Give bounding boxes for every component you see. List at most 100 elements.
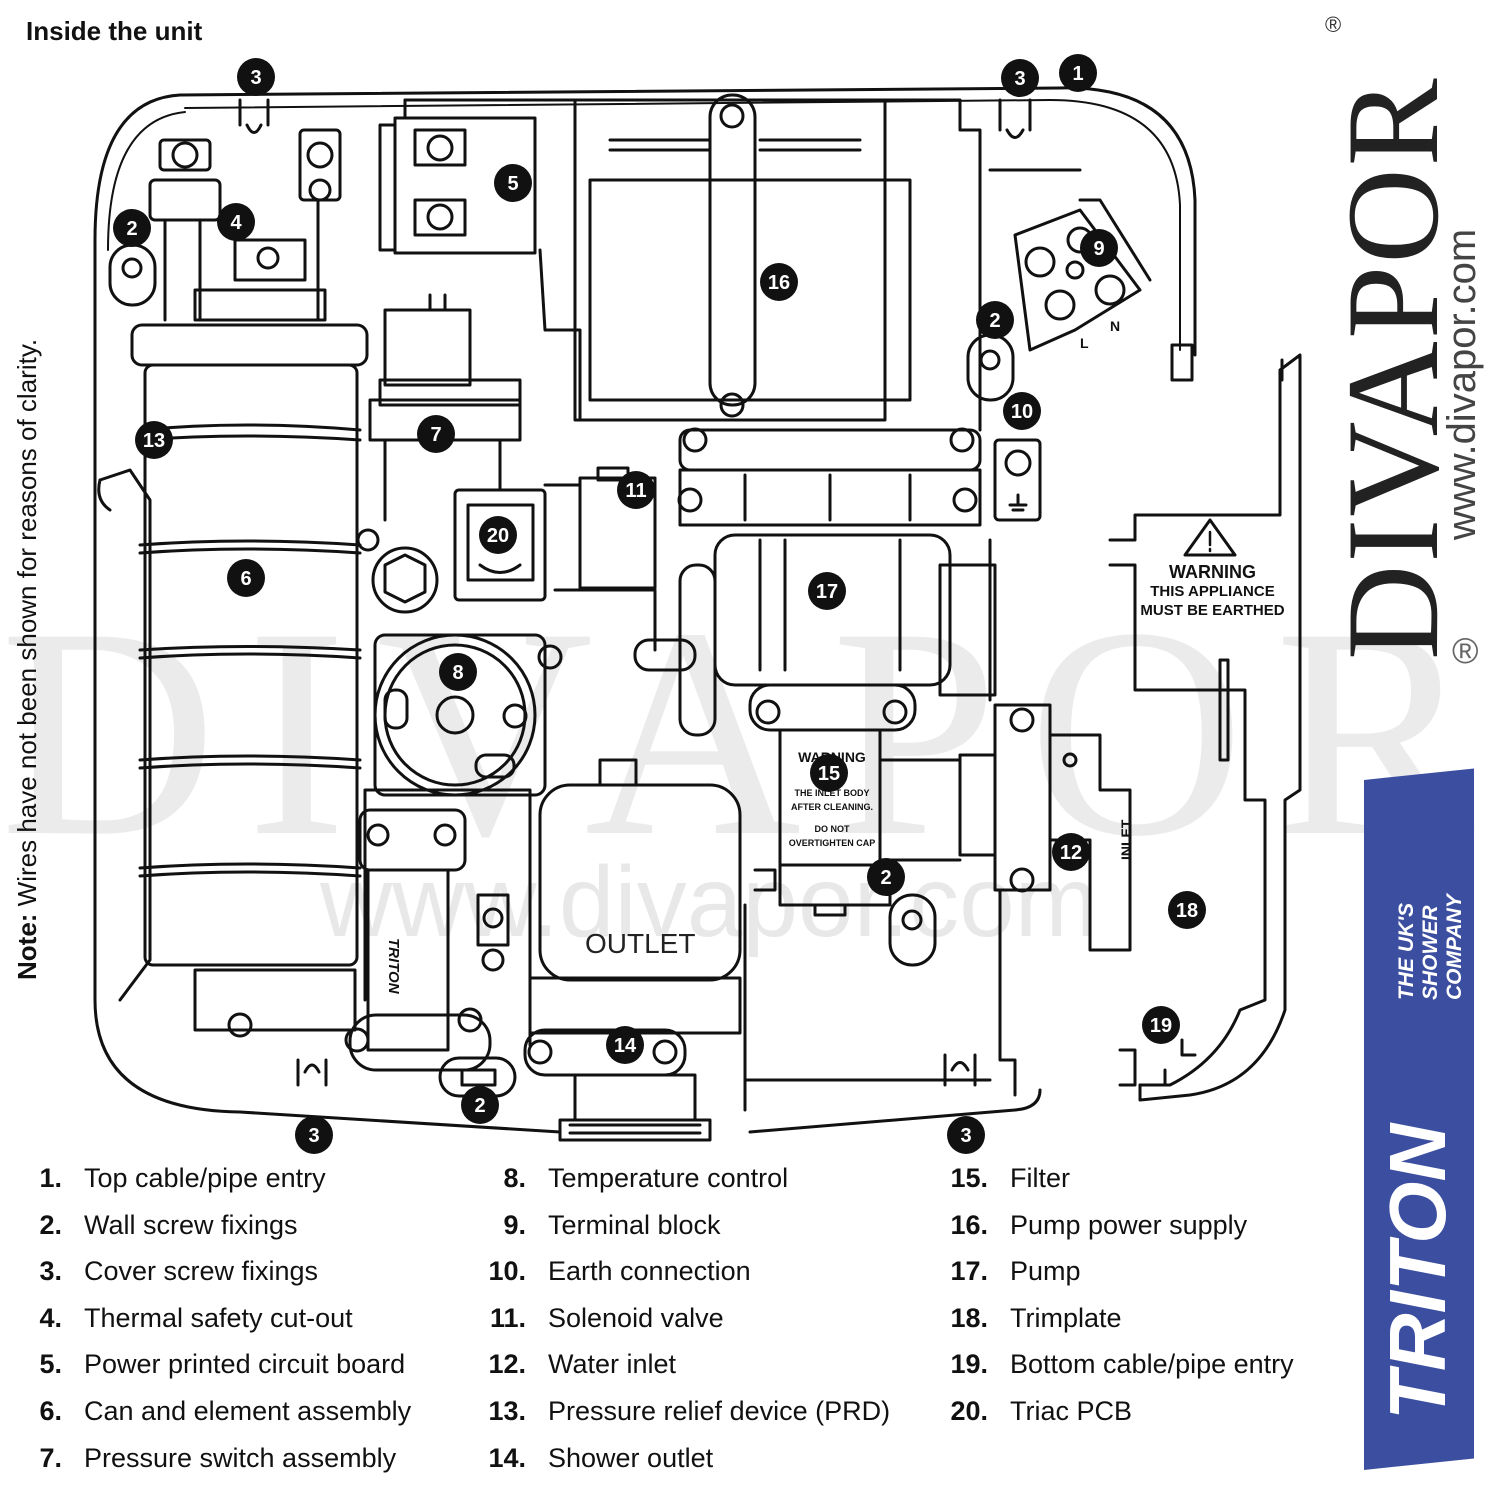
legend-number: 1.	[39, 1163, 62, 1193]
legend-item: 3. Cover screw fixings	[26, 1256, 411, 1303]
legend-text: Cover screw fixings	[84, 1256, 319, 1287]
legend-text: Earth connection	[548, 1256, 751, 1287]
legend-item: 19.Bottom cable/pipe entry	[944, 1349, 1294, 1396]
filter-warning-title: WARNING	[798, 749, 866, 765]
legend-item: 2.Wall screw fixings	[26, 1210, 411, 1257]
callout-number: 12	[1060, 842, 1082, 864]
legend-number: 11.	[489, 1302, 526, 1333]
filter-warning-line2: AFTER CLEANING.	[791, 802, 873, 812]
callout-marker: 4	[217, 203, 255, 241]
callout-marker: 14	[606, 1026, 644, 1064]
legend-number: 3.	[39, 1256, 62, 1287]
cover-screw-lug	[998, 98, 1032, 139]
callout-marker: 15	[810, 754, 848, 792]
filter-warning-line1: THE INLET BODY	[794, 788, 870, 798]
legend-number: 17.	[950, 1256, 988, 1287]
legend-number: 10.	[488, 1256, 526, 1287]
callout-marker: 2	[113, 209, 151, 247]
callout-marker: 7	[417, 415, 455, 453]
legend-text: Pressure switch assembly	[84, 1442, 397, 1473]
callout-number: 3	[960, 1125, 971, 1147]
terminal-block	[1013, 208, 1142, 352]
callout-number: 1	[1072, 63, 1083, 85]
triton-tagline-3: COMPANY	[1443, 894, 1466, 1000]
triton-tagline-2: SHOWER	[1419, 905, 1442, 1001]
callout-marker: 3	[237, 58, 275, 96]
wires-note: Note: Wires have not been shown for reas…	[12, 339, 43, 980]
legend-number: 12.	[488, 1349, 526, 1380]
callout-number: 11	[625, 480, 646, 502]
pump-power-supply	[573, 98, 887, 422]
terminal-n-label: N	[1110, 318, 1121, 334]
triton-tagline-1: THE UK'S	[1395, 902, 1418, 1000]
legend-item: 6.Can and element assembly	[26, 1396, 411, 1443]
legend-number: 18.	[950, 1302, 988, 1333]
legend-text: Water inlet	[548, 1349, 677, 1380]
callout-marker: 3	[947, 1116, 985, 1154]
callout-marker: 17	[808, 572, 846, 610]
triton-tagline: THE UK'S SHOWER COMPANY	[1395, 820, 1467, 1000]
water-inlet	[993, 703, 1052, 892]
callout-marker: 9	[1080, 229, 1118, 267]
legend-text: Trimplate	[1010, 1302, 1122, 1333]
legend-text: Wall screw fixings	[84, 1209, 298, 1240]
legend-number: 20.	[950, 1395, 988, 1426]
callout-marker: 12	[1052, 833, 1090, 871]
shower-outlet	[538, 783, 742, 982]
legend-number: 5.	[39, 1349, 62, 1380]
filter-warning-line3: DO NOT	[814, 824, 850, 834]
legend-text: Solenoid valve	[548, 1302, 724, 1333]
legend-item: 13.Pressure relief device (PRD)	[482, 1396, 890, 1443]
legend-item: 15.Filter	[944, 1163, 1294, 1210]
divapor-url: www.divapor.com	[1440, 228, 1484, 540]
callout-number: 5	[507, 173, 518, 195]
registered-mark: ®	[1325, 12, 1342, 37]
unit-casing	[93, 86, 1197, 1134]
callout-number: 18	[1176, 900, 1198, 922]
legend-item: 10. Earth connection	[482, 1256, 890, 1303]
callout-marker: 6	[227, 559, 265, 597]
legend-item: 14.Shower outlet	[482, 1443, 890, 1490]
callout-number: 2	[880, 867, 891, 889]
legend-text: Bottom cable/pipe entry	[1010, 1349, 1294, 1380]
cover-screw-lug	[238, 98, 270, 134]
triton-logo: TRITON	[1373, 1123, 1462, 1420]
legend-text: Terminal block	[548, 1209, 721, 1240]
callout-number: 14	[614, 1035, 637, 1057]
callout-marker: 2	[976, 301, 1014, 339]
legend-text: Power printed circuit board	[84, 1349, 406, 1380]
legend-text: Pump	[1010, 1256, 1081, 1287]
earth-warning-line2: MUST BE EARTHED	[1140, 602, 1285, 619]
legend-item: 7.Pressure switch assembly	[26, 1443, 411, 1490]
triac-pcb	[453, 488, 547, 602]
callout-marker: 11	[617, 471, 655, 509]
callout-marker: 10	[1003, 392, 1041, 430]
outlet-label: OUTLET	[585, 928, 696, 959]
callout-number: 15	[818, 763, 840, 785]
note-text: Wires have not been shown for reasons of…	[12, 338, 42, 914]
legend-item: 8.Temperature control	[482, 1163, 890, 1210]
callout-number: 2	[126, 218, 137, 240]
legend-item: 4.Thermal safety cut-out	[26, 1303, 411, 1350]
callout-marker: 18	[1168, 891, 1206, 929]
callout-number: 4	[230, 212, 242, 234]
callout-number: 17	[816, 581, 838, 603]
solenoid-valve	[578, 476, 657, 590]
legend-item: 20. Triac PCB	[944, 1396, 1294, 1443]
callout-marker: 20	[479, 516, 517, 554]
warning-triangle-icon	[1183, 518, 1237, 557]
legend-item: 9.Terminal block	[482, 1210, 890, 1257]
inlet-label: INLET	[1118, 819, 1134, 860]
callout-marker: 3	[295, 1116, 333, 1154]
callout-number: 2	[989, 310, 1000, 332]
callout-number: 6	[240, 568, 251, 590]
callout-marker: 3	[1001, 59, 1039, 97]
legend-item: 11. Solenoid valve	[482, 1303, 890, 1350]
pump-body	[678, 428, 982, 472]
callout-marker: 2	[461, 1086, 499, 1124]
legend-text: Temperature control	[548, 1163, 789, 1193]
legend-text: Triac PCB	[1010, 1395, 1133, 1426]
